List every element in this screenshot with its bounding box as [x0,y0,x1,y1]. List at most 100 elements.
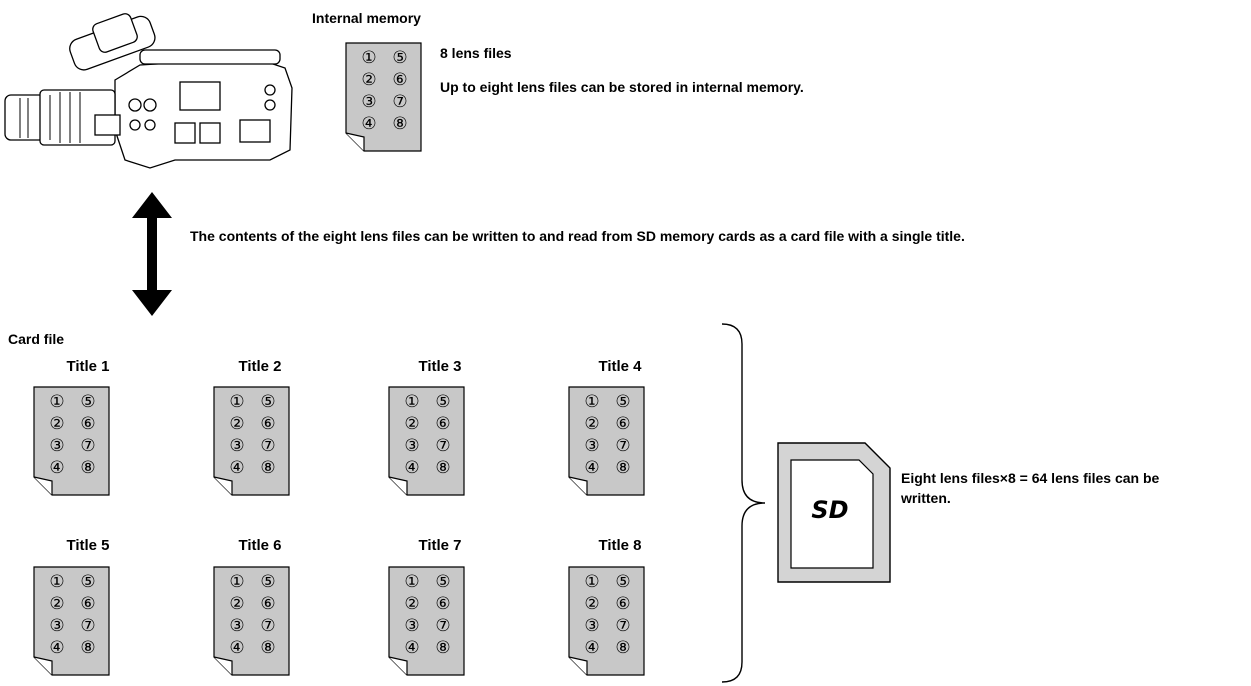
lens-file-number: ③ [584,616,600,636]
lens-file-number: ① [361,48,377,68]
lens-file-number: ⑧ [435,638,451,658]
lens-file-number: ⑤ [435,392,451,412]
lens-file-number: ④ [361,114,377,134]
lens-file-number: ② [49,414,65,434]
internal-memory-description: Up to eight lens files can be stored in … [440,79,804,95]
lens-file-number: ② [584,414,600,434]
camera-illustration [4,13,293,169]
title-label: Title 1 [66,358,110,375]
lens-file-number: ⑥ [260,414,276,434]
title-label: Title 3 [418,358,462,375]
lens-file-number: ① [404,392,420,412]
lens-file-number: ⑦ [260,436,276,456]
internal-memory-files-label: 8 lens files [440,45,512,61]
lens-file-number: ② [584,594,600,614]
lens-file-number: ⑥ [80,594,96,614]
lens-file-number: ⑤ [80,572,96,592]
lens-file-number: ④ [584,458,600,478]
lens-file-number: ⑧ [260,458,276,478]
lens-file-number: ⑧ [435,458,451,478]
lens-file-number: ⑦ [615,436,631,456]
lens-file-number: ① [49,392,65,412]
lens-file-number: ① [229,572,245,592]
lens-file-number: ③ [229,616,245,636]
lens-file-number: ⑤ [615,392,631,412]
title-label: Title 6 [238,537,282,554]
lens-file-number: ④ [49,638,65,658]
sd-card-caption-line2: written. [901,490,951,506]
title-label: Title 4 [598,358,642,375]
title-label: Title 7 [418,537,462,554]
lens-file-number: ⑥ [615,594,631,614]
lens-file-number: ③ [361,92,377,112]
lens-file-number: ⑦ [615,616,631,636]
lens-file-number: ⑧ [615,458,631,478]
lens-file-number: ② [49,594,65,614]
lens-file-number: ③ [49,616,65,636]
lens-file-number: ① [584,572,600,592]
internal-memory-heading: Internal memory [312,10,421,26]
lens-file-number: ④ [229,458,245,478]
lens-file-number: ⑤ [615,572,631,592]
lens-file-number: ⑦ [392,92,408,112]
lens-file-number: ⑧ [392,114,408,134]
lens-file-number: ⑦ [80,436,96,456]
lens-file-number: ⑦ [435,436,451,456]
lens-file-number: ③ [49,436,65,456]
lens-file-number: ④ [404,458,420,478]
lens-file-number: ④ [584,638,600,658]
lens-file-number: ⑥ [435,414,451,434]
lens-file-number: ① [404,572,420,592]
title-label: Title 8 [598,537,642,554]
document-shape [568,566,645,676]
document-shape [213,566,290,676]
sd-card-icon: SD [777,442,891,583]
lens-file-number: ⑦ [435,616,451,636]
lens-file-number: ⑤ [260,392,276,412]
lens-file-number: ② [404,414,420,434]
lens-file-number: ① [49,572,65,592]
lens-file-number: ② [361,70,377,90]
lens-file-number: ② [229,594,245,614]
lens-file-number: ⑥ [260,594,276,614]
lens-file-number: ② [229,414,245,434]
document-shape [33,566,110,676]
lens-file-number: ① [584,392,600,412]
document-shape [568,386,645,496]
bidirectional-arrow [132,192,172,316]
lens-file-number: ⑦ [260,616,276,636]
document-shape [213,386,290,496]
lens-file-number: ⑧ [615,638,631,658]
document-shape [388,566,465,676]
sd-logo: SD [811,496,848,524]
lens-file-number: ③ [584,436,600,456]
lens-file-number: ④ [404,638,420,658]
lens-file-number: ③ [229,436,245,456]
lens-file-number: ⑧ [80,458,96,478]
document-shape [345,42,422,152]
document-shape [33,386,110,496]
lens-file-number: ⑤ [435,572,451,592]
sd-card-caption-line1: Eight lens files×8 = 64 lens files can b… [901,470,1160,486]
lens-file-number: ⑥ [392,70,408,90]
lens-file-number: ① [229,392,245,412]
lens-file-number: ⑤ [392,48,408,68]
lens-file-number: ⑤ [80,392,96,412]
lens-file-number: ③ [404,616,420,636]
lens-file-number: ⑥ [435,594,451,614]
lens-file-number: ⑤ [260,572,276,592]
lens-file-number: ③ [404,436,420,456]
document-shape [388,386,465,496]
title-label: Title 2 [238,358,282,375]
card-file-heading: Card file [8,331,65,347]
lens-file-number: ④ [229,638,245,658]
lens-file-number: ⑧ [80,638,96,658]
